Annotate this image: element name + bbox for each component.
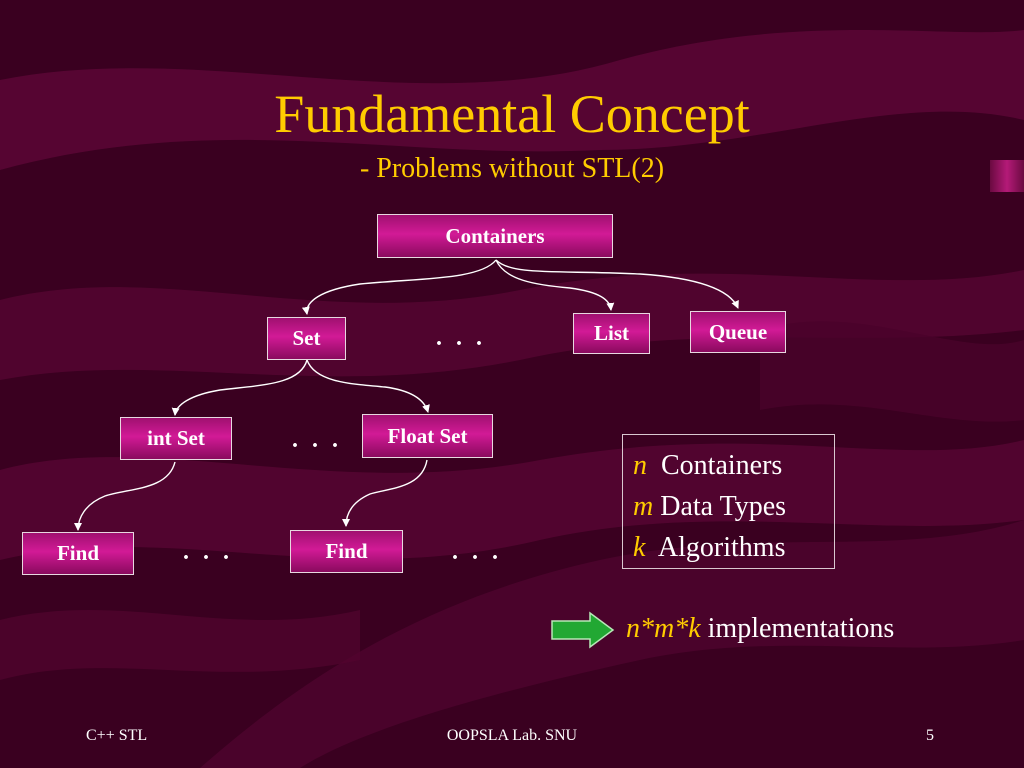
legend-text-data-types: Data Types: [660, 491, 787, 522]
right-arrow-icon: [551, 611, 615, 649]
edge-containers-list: [495, 259, 615, 311]
footer-left: C++ STL: [86, 727, 148, 744]
legend-var-m: m: [633, 491, 654, 522]
ellipsis-containers-level: . . .: [436, 325, 486, 351]
ellipsis-find-right: . . .: [452, 539, 502, 565]
legend-row-n: n Containers: [633, 445, 834, 486]
node-containers: Containers: [377, 214, 613, 258]
legend-text-containers: Containers: [661, 450, 783, 481]
result-label: implementations: [707, 613, 895, 644]
node-find-left: Find: [22, 532, 134, 575]
node-int-set: int Set: [120, 417, 232, 460]
edge-intset-find: [74, 461, 176, 531]
edge-set-intset: [171, 359, 308, 416]
ellipsis-find-middle: . . .: [183, 539, 233, 565]
node-float-set: Float Set: [362, 414, 493, 458]
legend-var-k: k: [633, 532, 646, 563]
footer-page-number: 5: [926, 727, 934, 744]
edge-containers-set: [301, 259, 497, 315]
edge-containers-queue: [495, 259, 739, 309]
edge-tab-decoration: [990, 160, 1024, 192]
footer-center: OOPSLA Lab. SNU: [446, 727, 578, 744]
legend-row-k: k Algorithms: [633, 527, 834, 568]
legend-row-m: m Data Types: [633, 486, 834, 527]
edge-set-floatset: [306, 359, 430, 413]
edge-floatset-find: [342, 459, 428, 527]
node-set: Set: [267, 317, 346, 360]
node-list: List: [573, 313, 650, 354]
node-find-right: Find: [290, 530, 403, 573]
node-queue: Queue: [690, 311, 786, 353]
legend-var-n: n: [633, 450, 647, 481]
legend-text-algorithms: Algorithms: [657, 532, 786, 563]
slide-title: Fundamental Concept: [274, 84, 750, 144]
slide-subtitle: - Problems without STL(2): [359, 153, 665, 184]
ellipsis-set-level: . . .: [292, 427, 342, 453]
legend-box: n Containers m Data Types k Algorithms: [622, 434, 835, 569]
result-formula: n*m*k: [626, 613, 701, 644]
result-text: n*m*k implementations: [626, 612, 894, 646]
